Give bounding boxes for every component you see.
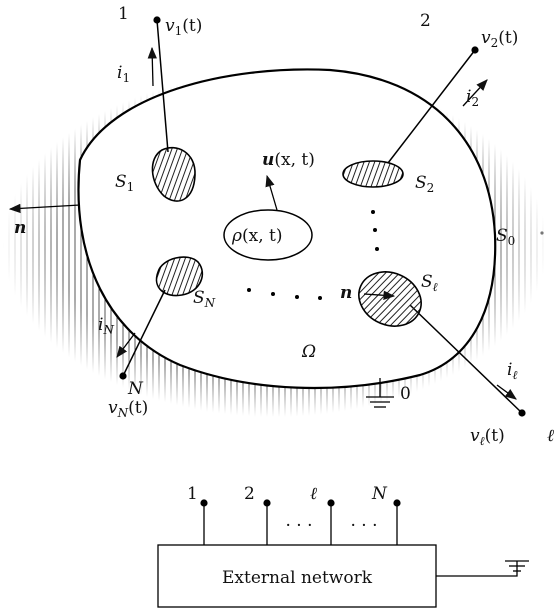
bottom-ellipsis-1: · · · bbox=[285, 516, 312, 536]
terminal-dot-1 bbox=[153, 16, 161, 24]
bottom-terminal-label-n: N bbox=[371, 484, 388, 504]
terminal-label-n: N bbox=[127, 379, 144, 399]
current-label-2: i2 bbox=[466, 87, 479, 109]
velocity-label: u(x, t) bbox=[262, 150, 315, 170]
current-arrow-l bbox=[496, 384, 517, 400]
terminal-label-l-edge: ℓ bbox=[547, 426, 554, 446]
normal-label-left: n bbox=[14, 218, 26, 238]
normal-arrow-left bbox=[8, 203, 81, 214]
normal-label-inner: n bbox=[340, 283, 352, 303]
ground-label: 0 bbox=[400, 384, 411, 404]
wire-l bbox=[409, 304, 523, 414]
terminal-label-1: 1 bbox=[118, 4, 129, 24]
current-arrow-2 bbox=[462, 79, 488, 107]
bottom-terminal-label-2: 2 bbox=[244, 484, 255, 504]
current-label-l: iℓ bbox=[507, 360, 517, 382]
terminal-dot-2 bbox=[471, 46, 479, 54]
terminal-label-2: 2 bbox=[420, 11, 431, 31]
voltage-label-n: vN(t) bbox=[108, 398, 148, 420]
external-network: External network 1 2 ℓ N · · · · · · bbox=[157, 484, 529, 608]
current-label-1: i1 bbox=[117, 63, 130, 85]
external-network-label: External network bbox=[222, 568, 373, 588]
ground-symbol bbox=[366, 378, 394, 408]
arrows bbox=[8, 46, 517, 400]
current-arrow-1 bbox=[147, 46, 157, 87]
bottom-ellipsis-2: · · · bbox=[350, 516, 377, 536]
terminal-dot-n bbox=[119, 372, 127, 380]
electrode-s2 bbox=[342, 160, 404, 188]
external-network-box bbox=[157, 544, 437, 608]
current-arrow-n bbox=[116, 332, 136, 358]
wire-n bbox=[122, 289, 166, 377]
bottom-terminal-label-l: ℓ bbox=[310, 484, 317, 504]
density-region bbox=[223, 209, 313, 261]
surface-label-s0: S0 bbox=[496, 226, 515, 248]
bottom-terminal-label-1: 1 bbox=[187, 484, 198, 504]
density-label: ρ(x, t) bbox=[231, 226, 283, 246]
terminal-wires bbox=[122, 19, 523, 414]
current-label-n: iN bbox=[98, 315, 114, 337]
velocity-arrow bbox=[265, 174, 278, 211]
terminal-dot-l bbox=[518, 409, 526, 417]
electrode-s1 bbox=[151, 146, 196, 202]
ellipsis-marks bbox=[247, 210, 379, 300]
wire-1 bbox=[156, 19, 169, 153]
domain-label: Ω bbox=[301, 342, 316, 362]
voltage-label-l: vℓ(t) bbox=[470, 426, 505, 448]
surface-label-sn: SN bbox=[193, 288, 216, 310]
voltage-label-2: v2(t) bbox=[481, 28, 518, 50]
surface-label-sl: Sℓ bbox=[421, 272, 438, 294]
wire-2 bbox=[387, 49, 476, 164]
voltage-label-1: v1(t) bbox=[165, 16, 202, 38]
surface-label-s1: S1 bbox=[115, 172, 134, 194]
normal-arrow-inner bbox=[363, 290, 396, 300]
stray-dot bbox=[540, 231, 544, 235]
terminal-dots bbox=[119, 16, 544, 417]
surface-label-s2: S2 bbox=[415, 173, 434, 195]
electrode-sn bbox=[155, 256, 204, 297]
